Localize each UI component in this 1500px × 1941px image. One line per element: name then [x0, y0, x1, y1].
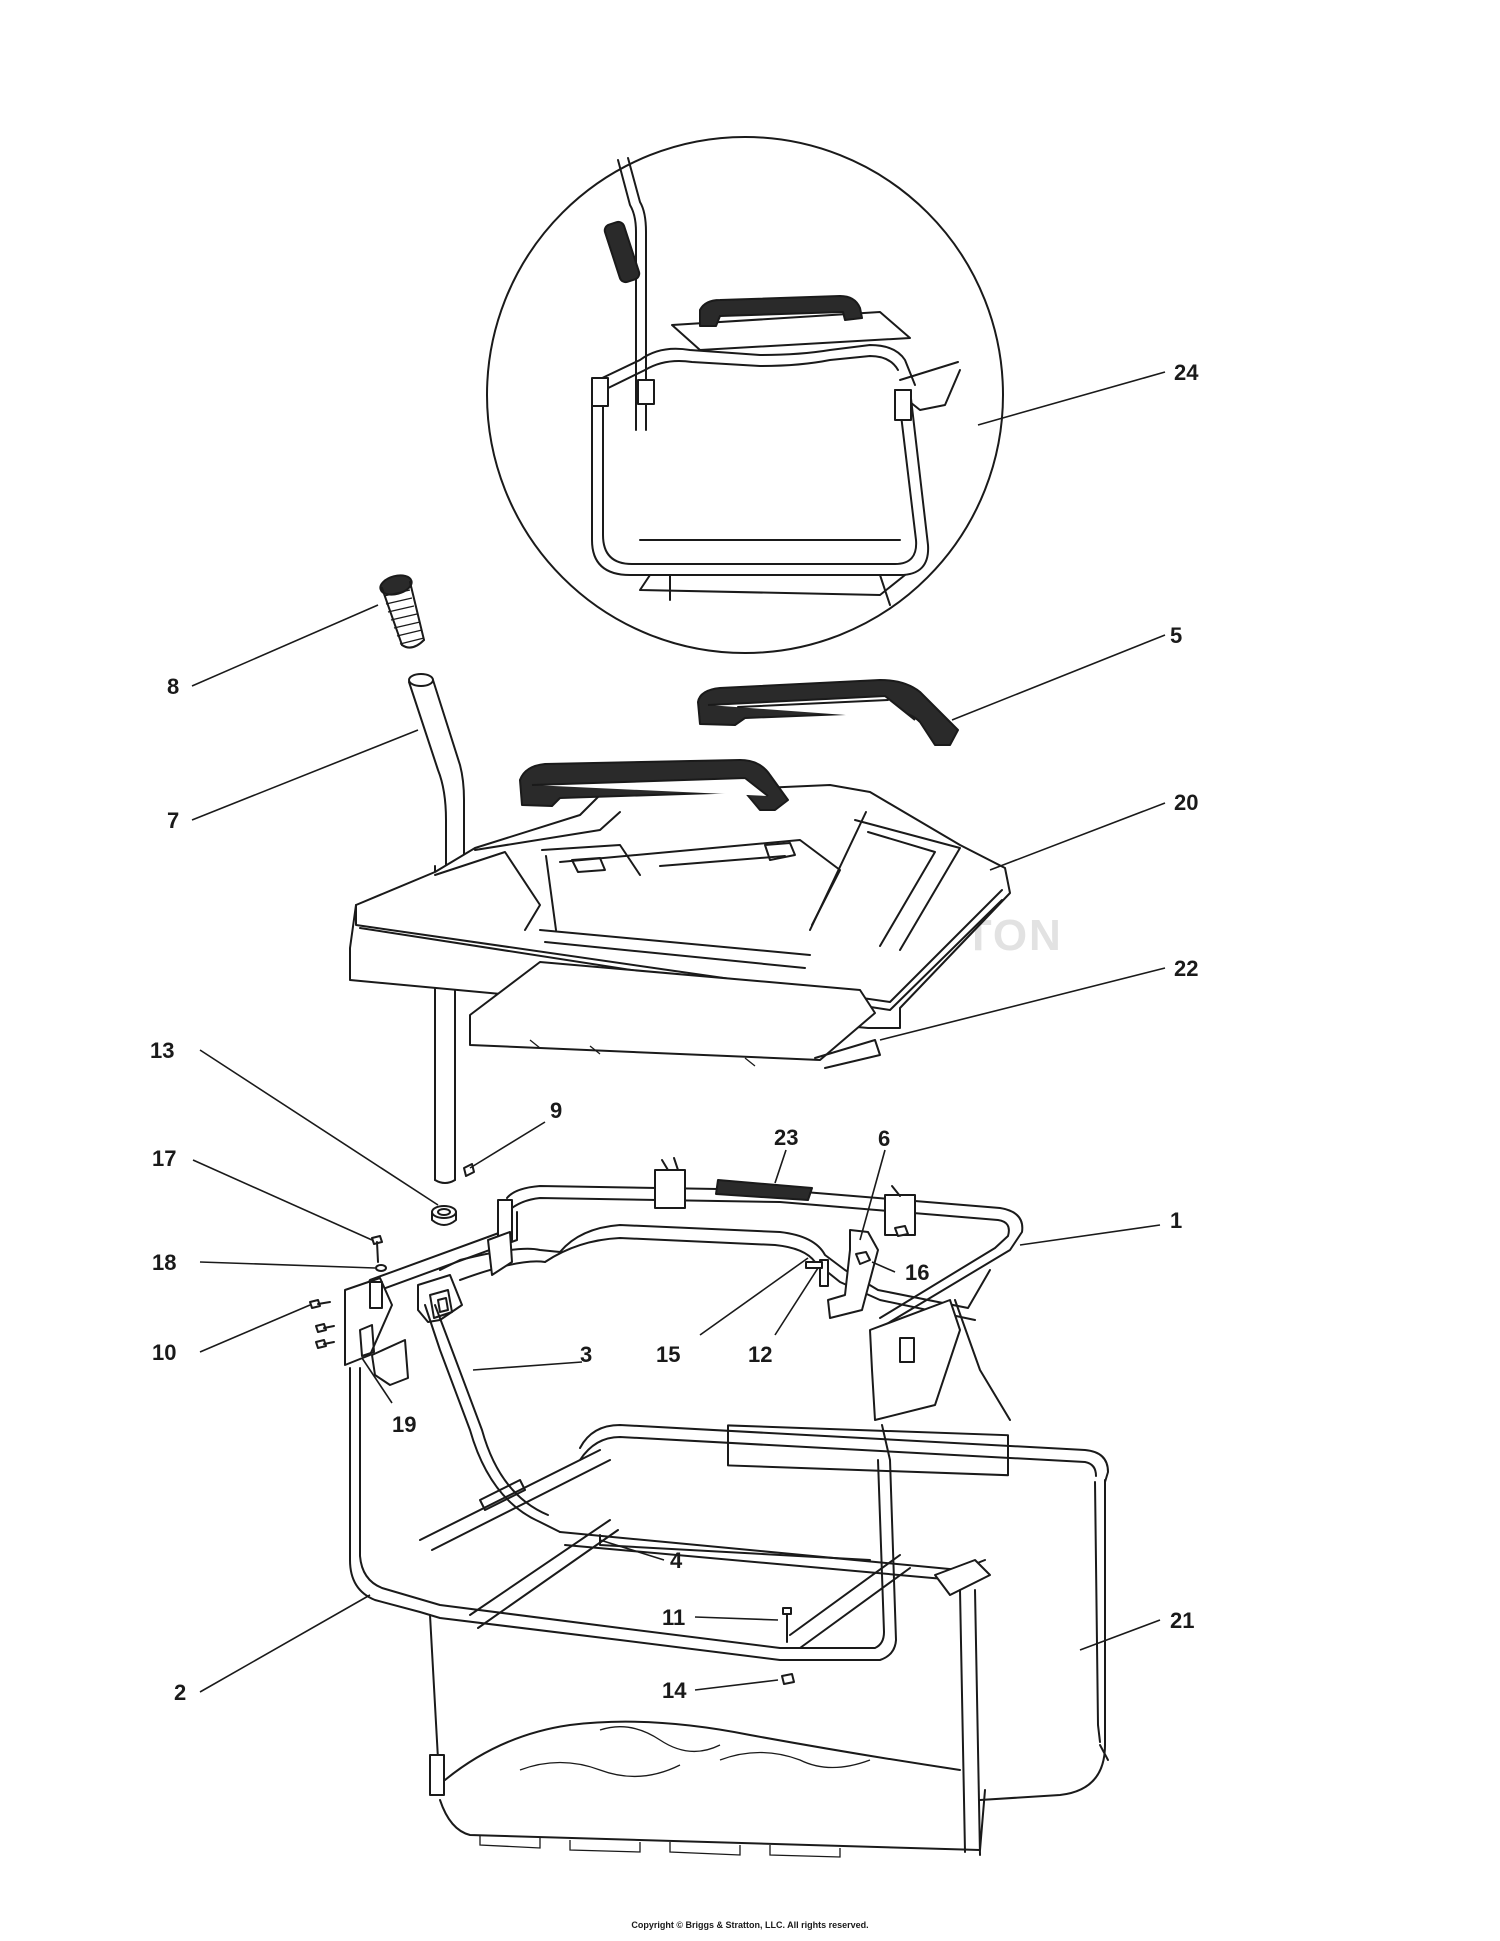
callout-labels: 24 5 8 7 20 22 13 9 23 6 1 17 18 16 10 1… [150, 360, 1199, 1705]
callout-6: 6 [878, 1126, 890, 1151]
callout-7: 7 [167, 808, 179, 833]
callout-17: 17 [152, 1146, 176, 1171]
callout-2: 2 [174, 1680, 186, 1705]
leader-5 [951, 634, 1166, 721]
callout-13: 13 [150, 1038, 174, 1063]
fasteners [309, 1235, 795, 1685]
leader-14 [694, 1679, 779, 1691]
callout-24: 24 [1174, 360, 1199, 385]
callout-3: 3 [580, 1342, 592, 1367]
callout-23: 23 [774, 1125, 798, 1150]
copyright-notice: Copyright © Briggs & Stratton, LLC. All … [631, 1920, 869, 1930]
leader-lines [191, 371, 1166, 1693]
side-frames [349, 1304, 897, 1661]
callout-10: 10 [152, 1340, 176, 1365]
leader-8 [191, 604, 379, 687]
leader-15 [699, 1257, 809, 1336]
leader-11 [694, 1616, 779, 1621]
callout-16: 16 [905, 1260, 929, 1285]
leader-18 [199, 1261, 376, 1269]
leader-20 [989, 802, 1166, 871]
inset-circle-assembly [486, 136, 1004, 654]
leader-24 [977, 371, 1166, 426]
grip-spring [379, 574, 425, 649]
callout-15: 15 [656, 1342, 680, 1367]
callout-1: 1 [1170, 1208, 1182, 1233]
callout-18: 18 [152, 1250, 176, 1275]
callout-11: 11 [662, 1605, 685, 1630]
leader-1 [1019, 1224, 1161, 1246]
callout-4: 4 [670, 1548, 683, 1573]
leader-4 [599, 1539, 665, 1561]
leader-21 [1079, 1619, 1161, 1651]
callout-8: 8 [167, 674, 179, 699]
leader-17 [192, 1159, 373, 1241]
latch [359, 1324, 409, 1386]
callout-21: 21 [1170, 1608, 1194, 1633]
lid-liner [469, 961, 881, 1069]
bushing [431, 1205, 457, 1226]
lid [349, 759, 1011, 1029]
leader-23 [774, 1149, 787, 1184]
leader-22 [879, 967, 1166, 1041]
callout-12: 12 [748, 1342, 772, 1367]
leader-13 [199, 1049, 439, 1206]
leader-16 [871, 1261, 896, 1273]
leader-7 [191, 729, 419, 821]
leader-6 [859, 1149, 886, 1241]
leader-9 [469, 1121, 546, 1169]
callout-9: 9 [550, 1098, 562, 1123]
callout-20: 20 [1174, 790, 1198, 815]
bag-frame [419, 1424, 1109, 1649]
leader-10 [199, 1304, 311, 1353]
upper-frame [344, 1157, 1024, 1421]
grass-bag [429, 1479, 1109, 1858]
leader-12 [774, 1267, 819, 1336]
leader-2 [199, 1594, 371, 1693]
callout-5: 5 [1170, 623, 1182, 648]
leader-19 [361, 1357, 393, 1404]
callout-22: 22 [1174, 956, 1198, 981]
lid-handle [697, 679, 959, 746]
handle-tube [408, 673, 465, 1184]
leader-3 [472, 1361, 583, 1371]
inset-grip [603, 220, 641, 284]
callout-14: 14 [662, 1678, 687, 1703]
callout-19: 19 [392, 1412, 416, 1437]
